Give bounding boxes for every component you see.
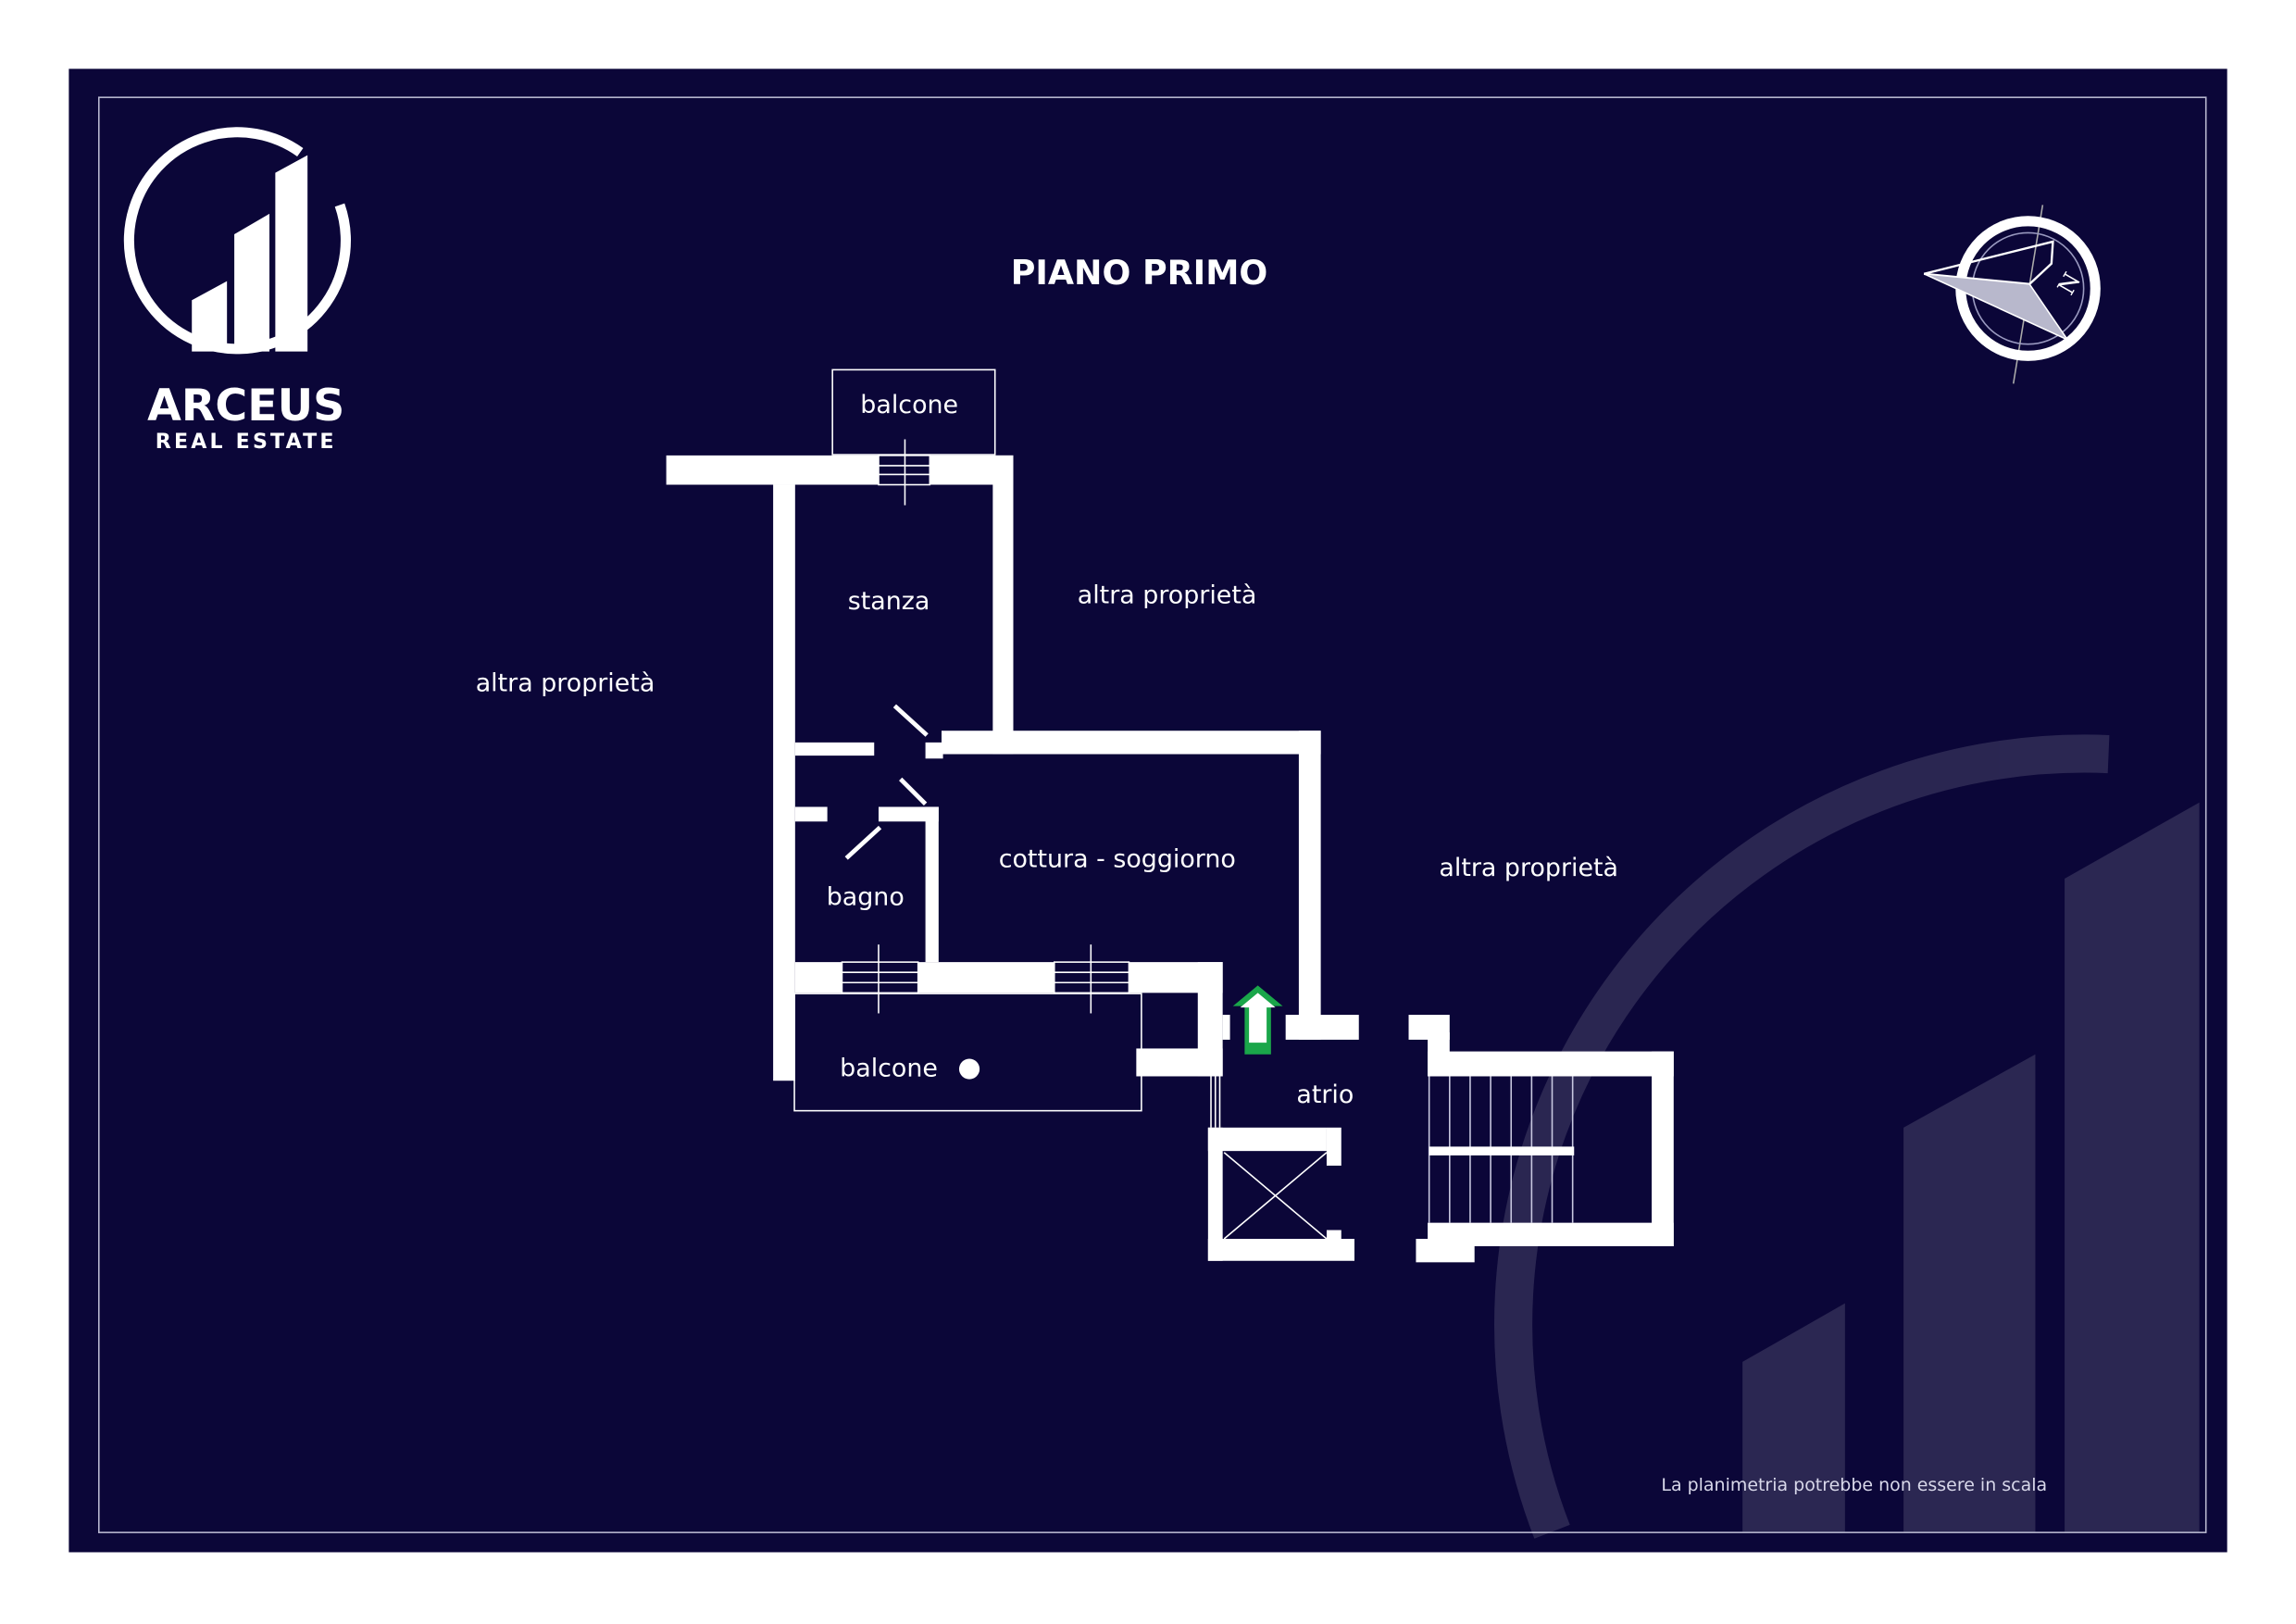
neighbor-top-right: altra proprietà (1078, 581, 1257, 610)
scale-disclaimer: La planimetria potrebbe non essere in sc… (1661, 1475, 2047, 1495)
room-balcone-bottom: balcone (840, 1054, 938, 1082)
balcony-marker (958, 1058, 980, 1080)
compass-icon: N (1923, 205, 2101, 384)
inner-border (97, 96, 2207, 1533)
watermark-logo (1494, 734, 2200, 1539)
brand-tagline: REAL ESTATE (156, 430, 337, 454)
neighbor-left: altra proprietà (476, 669, 655, 698)
windows (793, 369, 1328, 1240)
room-cottura-soggiorno: cottura - soggiorno (999, 844, 1236, 873)
room-bagno: bagno (827, 882, 905, 911)
room-balcone-top: balcone (860, 391, 958, 419)
arceus-logo: ARCEUS REAL ESTATE (123, 127, 351, 454)
room-stanza: stanza (848, 587, 930, 616)
room-atrio: atrio (1296, 1081, 1354, 1109)
stairs (1428, 1076, 1575, 1223)
page-title: PIANO PRIMO (1011, 253, 1268, 293)
doors (844, 704, 929, 860)
neighbor-right: altra proprietà (1439, 854, 1618, 882)
brand-name: ARCEUS (147, 381, 344, 431)
walls (666, 455, 1674, 1263)
plan-background (69, 69, 2227, 1553)
entrance-arrow-icon (1232, 985, 1283, 1055)
